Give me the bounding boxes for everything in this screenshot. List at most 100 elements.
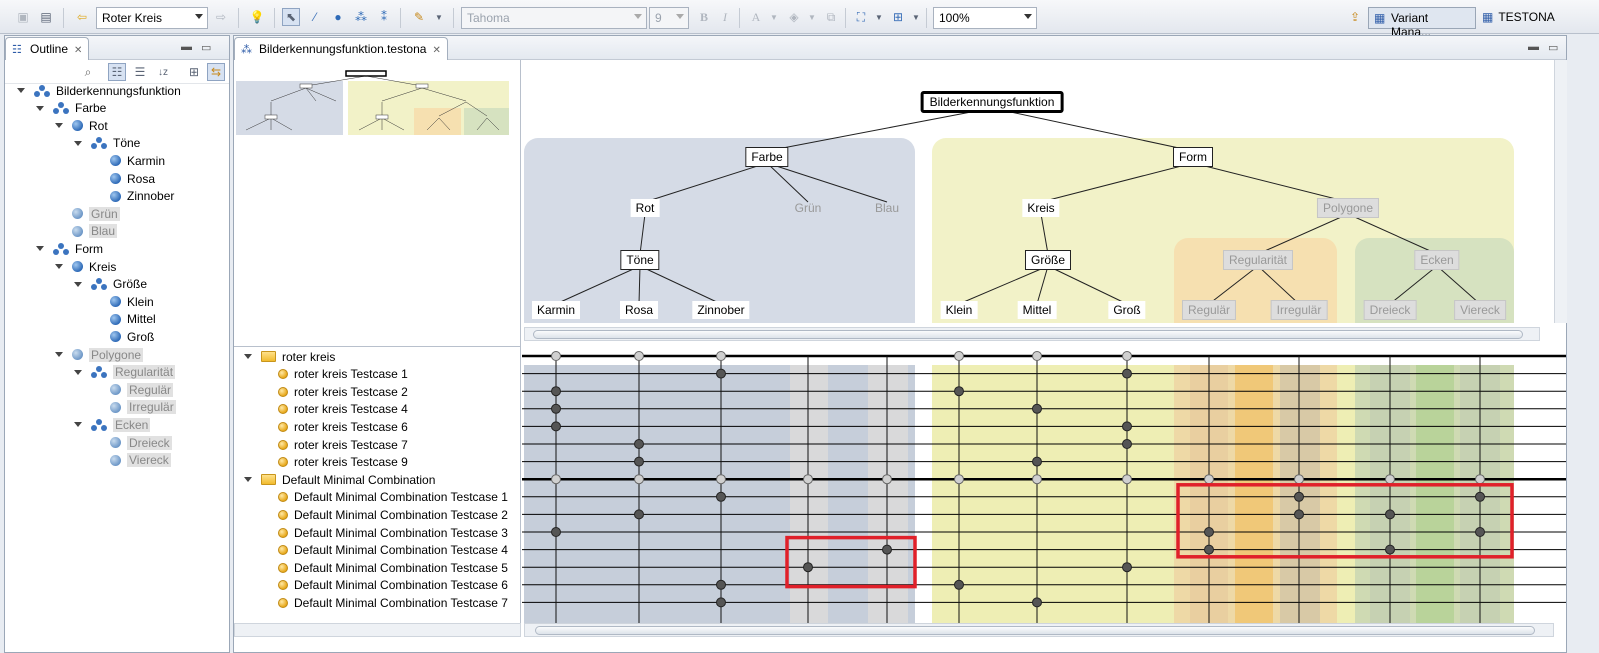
lightbulb-icon[interactable]: 💡 xyxy=(249,10,265,24)
maximize-icon[interactable]: ▭ xyxy=(1548,42,1559,54)
chevron-down-icon[interactable]: ▼ xyxy=(808,12,816,22)
font-size-combo[interactable]: 9 xyxy=(649,7,689,29)
expand-toggle-icon[interactable] xyxy=(55,264,63,269)
outline-item[interactable]: Rot xyxy=(55,117,108,134)
open-perspective-icon[interactable]: ⇪ xyxy=(1349,10,1361,24)
diagram-vertical-scrollbar[interactable] xyxy=(1554,60,1567,323)
tree-node-polygone[interactable]: Polygone xyxy=(1316,198,1380,218)
outline-item[interactable]: Bilderkennungsfunktion xyxy=(17,82,181,99)
outline-item[interactable]: Rosa xyxy=(93,170,155,187)
testcase-group[interactable]: roter kreis xyxy=(244,348,335,365)
outline-item[interactable]: Viereck xyxy=(93,452,171,469)
close-icon[interactable]: ✕ xyxy=(432,45,441,56)
expand-toggle-icon[interactable] xyxy=(55,352,63,357)
bold-icon[interactable]: B xyxy=(699,9,708,24)
tree-node-klein[interactable]: Klein xyxy=(940,301,978,319)
outline-item[interactable]: Dreieck xyxy=(93,434,172,451)
chevron-down-icon[interactable]: ▼ xyxy=(912,12,920,22)
combination-table[interactable] xyxy=(522,347,1566,623)
save-icon[interactable]: ▣ xyxy=(17,10,29,24)
testcase-item[interactable]: roter kreis Testcase 1 xyxy=(278,366,408,383)
expand-all-icon[interactable]: ⊞ xyxy=(188,65,200,79)
tree-node-regulaer[interactable]: Regulär xyxy=(1181,300,1237,320)
testcase-item[interactable]: roter kreis Testcase 7 xyxy=(278,436,408,453)
outline-item[interactable]: Form xyxy=(36,240,103,257)
element-combo[interactable]: Roter Kreis xyxy=(96,7,208,29)
expand-toggle-icon[interactable] xyxy=(244,354,252,359)
add-classification-icon[interactable]: ⁂ xyxy=(355,10,367,24)
tree-node-dreieck[interactable]: Dreieck xyxy=(1363,300,1417,320)
scrollbar-thumb[interactable] xyxy=(535,626,1535,635)
expand-toggle-icon[interactable] xyxy=(74,281,82,287)
outline-item[interactable]: Blau xyxy=(55,223,118,240)
testcase-horizontal-scrollbar[interactable] xyxy=(234,623,521,637)
forward-arrow-icon[interactable]: ⇨ xyxy=(215,10,227,24)
expand-toggle-icon[interactable] xyxy=(74,422,82,428)
brush-icon[interactable]: ✎ xyxy=(413,10,425,24)
outline-item[interactable]: Regularität xyxy=(74,364,176,381)
italic-icon[interactable]: I xyxy=(723,9,727,24)
tree-node-blau[interactable]: Blau xyxy=(874,201,900,215)
perspective-testona[interactable]: ▦TESTONA xyxy=(1482,10,1555,24)
scrollbar-thumb[interactable] xyxy=(533,330,1523,339)
chevron-down-icon[interactable]: ▼ xyxy=(435,12,443,22)
outline-item[interactable]: Irregulär xyxy=(93,399,176,416)
testcase-item[interactable]: roter kreis Testcase 9 xyxy=(278,454,408,471)
tree-node-kreis[interactable]: Kreis xyxy=(1022,199,1060,217)
testcase-item[interactable]: roter kreis Testcase 6 xyxy=(278,418,408,435)
tree-node-irregulaer[interactable]: Irregulär xyxy=(1270,300,1328,320)
font-color-icon[interactable]: A xyxy=(751,9,761,24)
magic-wand-icon[interactable]: ⁄ xyxy=(313,10,316,24)
expand-toggle-icon[interactable] xyxy=(244,477,252,483)
expand-toggle-icon[interactable] xyxy=(74,140,82,146)
add-class-icon[interactable]: ● xyxy=(334,10,342,24)
tree-node-groesse[interactable]: Größe xyxy=(1024,250,1072,270)
minimize-icon[interactable]: ▬ xyxy=(1528,41,1539,53)
tree-node-ecken[interactable]: Ecken xyxy=(1414,250,1460,270)
expand-toggle-icon[interactable] xyxy=(36,246,44,252)
testcase-item[interactable]: Default Minimal Combination Testcase 6 xyxy=(278,577,508,594)
fill-color-icon[interactable]: ◈ xyxy=(789,10,799,24)
sort-az-icon[interactable]: ↓z xyxy=(158,66,168,78)
search-icon[interactable]: ⌕ xyxy=(84,64,92,79)
layout-icon[interactable]: ⊞ xyxy=(892,10,904,24)
list-view-icon[interactable]: ☰ xyxy=(134,65,146,79)
outline-item[interactable]: Mittel xyxy=(93,311,156,328)
testcase-group[interactable]: Default Minimal Combination xyxy=(244,471,435,488)
tree-node-gross[interactable]: Groß xyxy=(1108,301,1146,319)
tree-node-root[interactable]: Bilderkennungsfunktion xyxy=(920,91,1064,113)
outline-item[interactable]: Farbe xyxy=(36,100,106,117)
minimize-icon[interactable]: ▬ xyxy=(181,41,192,53)
print-icon[interactable]: ▤ xyxy=(40,10,52,24)
testcase-item[interactable]: roter kreis Testcase 4 xyxy=(278,401,408,418)
overview-pane[interactable] xyxy=(234,60,521,347)
outline-item[interactable]: Grün xyxy=(55,205,120,222)
outline-item[interactable]: Kreis xyxy=(55,258,116,275)
outline-item[interactable]: Zinnober xyxy=(93,188,174,205)
tab-outline[interactable]: ☷Outline✕ xyxy=(5,37,90,60)
tree-node-regularitaet[interactable]: Regularität xyxy=(1222,250,1294,270)
testcase-item[interactable]: Default Minimal Combination Testcase 7 xyxy=(278,594,508,611)
tree-node-mittel[interactable]: Mittel xyxy=(1017,301,1057,319)
maximize-icon[interactable]: ▭ xyxy=(201,42,212,54)
copy-format-icon[interactable]: ⧉ xyxy=(826,9,836,24)
tree-node-karmin[interactable]: Karmin xyxy=(531,301,581,319)
tree-node-viereck[interactable]: Viereck xyxy=(1454,300,1506,320)
zoom-combo[interactable]: 100% xyxy=(933,7,1037,29)
tree-node-gruen[interactable]: Grün xyxy=(794,201,822,215)
outline-item[interactable]: Regulär xyxy=(93,381,174,398)
testcase-item[interactable]: Default Minimal Combination Testcase 5 xyxy=(278,559,508,576)
add-composition-icon[interactable]: ⁑ xyxy=(381,10,387,24)
tree-node-form[interactable]: Form xyxy=(1173,147,1213,167)
diagram-horizontal-scrollbar[interactable] xyxy=(524,327,1540,341)
outline-item[interactable]: Töne xyxy=(74,135,140,152)
testcase-item[interactable]: Default Minimal Combination Testcase 4 xyxy=(278,542,508,559)
expand-toggle-icon[interactable] xyxy=(55,123,63,129)
testcase-item[interactable]: Default Minimal Combination Testcase 3 xyxy=(278,524,508,541)
chevron-down-icon[interactable]: ▼ xyxy=(770,12,778,22)
tree-node-farbe[interactable]: Farbe xyxy=(745,147,789,167)
close-icon[interactable]: ✕ xyxy=(74,45,83,56)
tree-view-icon[interactable]: ☷ xyxy=(108,63,126,81)
expand-toggle-icon[interactable] xyxy=(36,105,44,111)
